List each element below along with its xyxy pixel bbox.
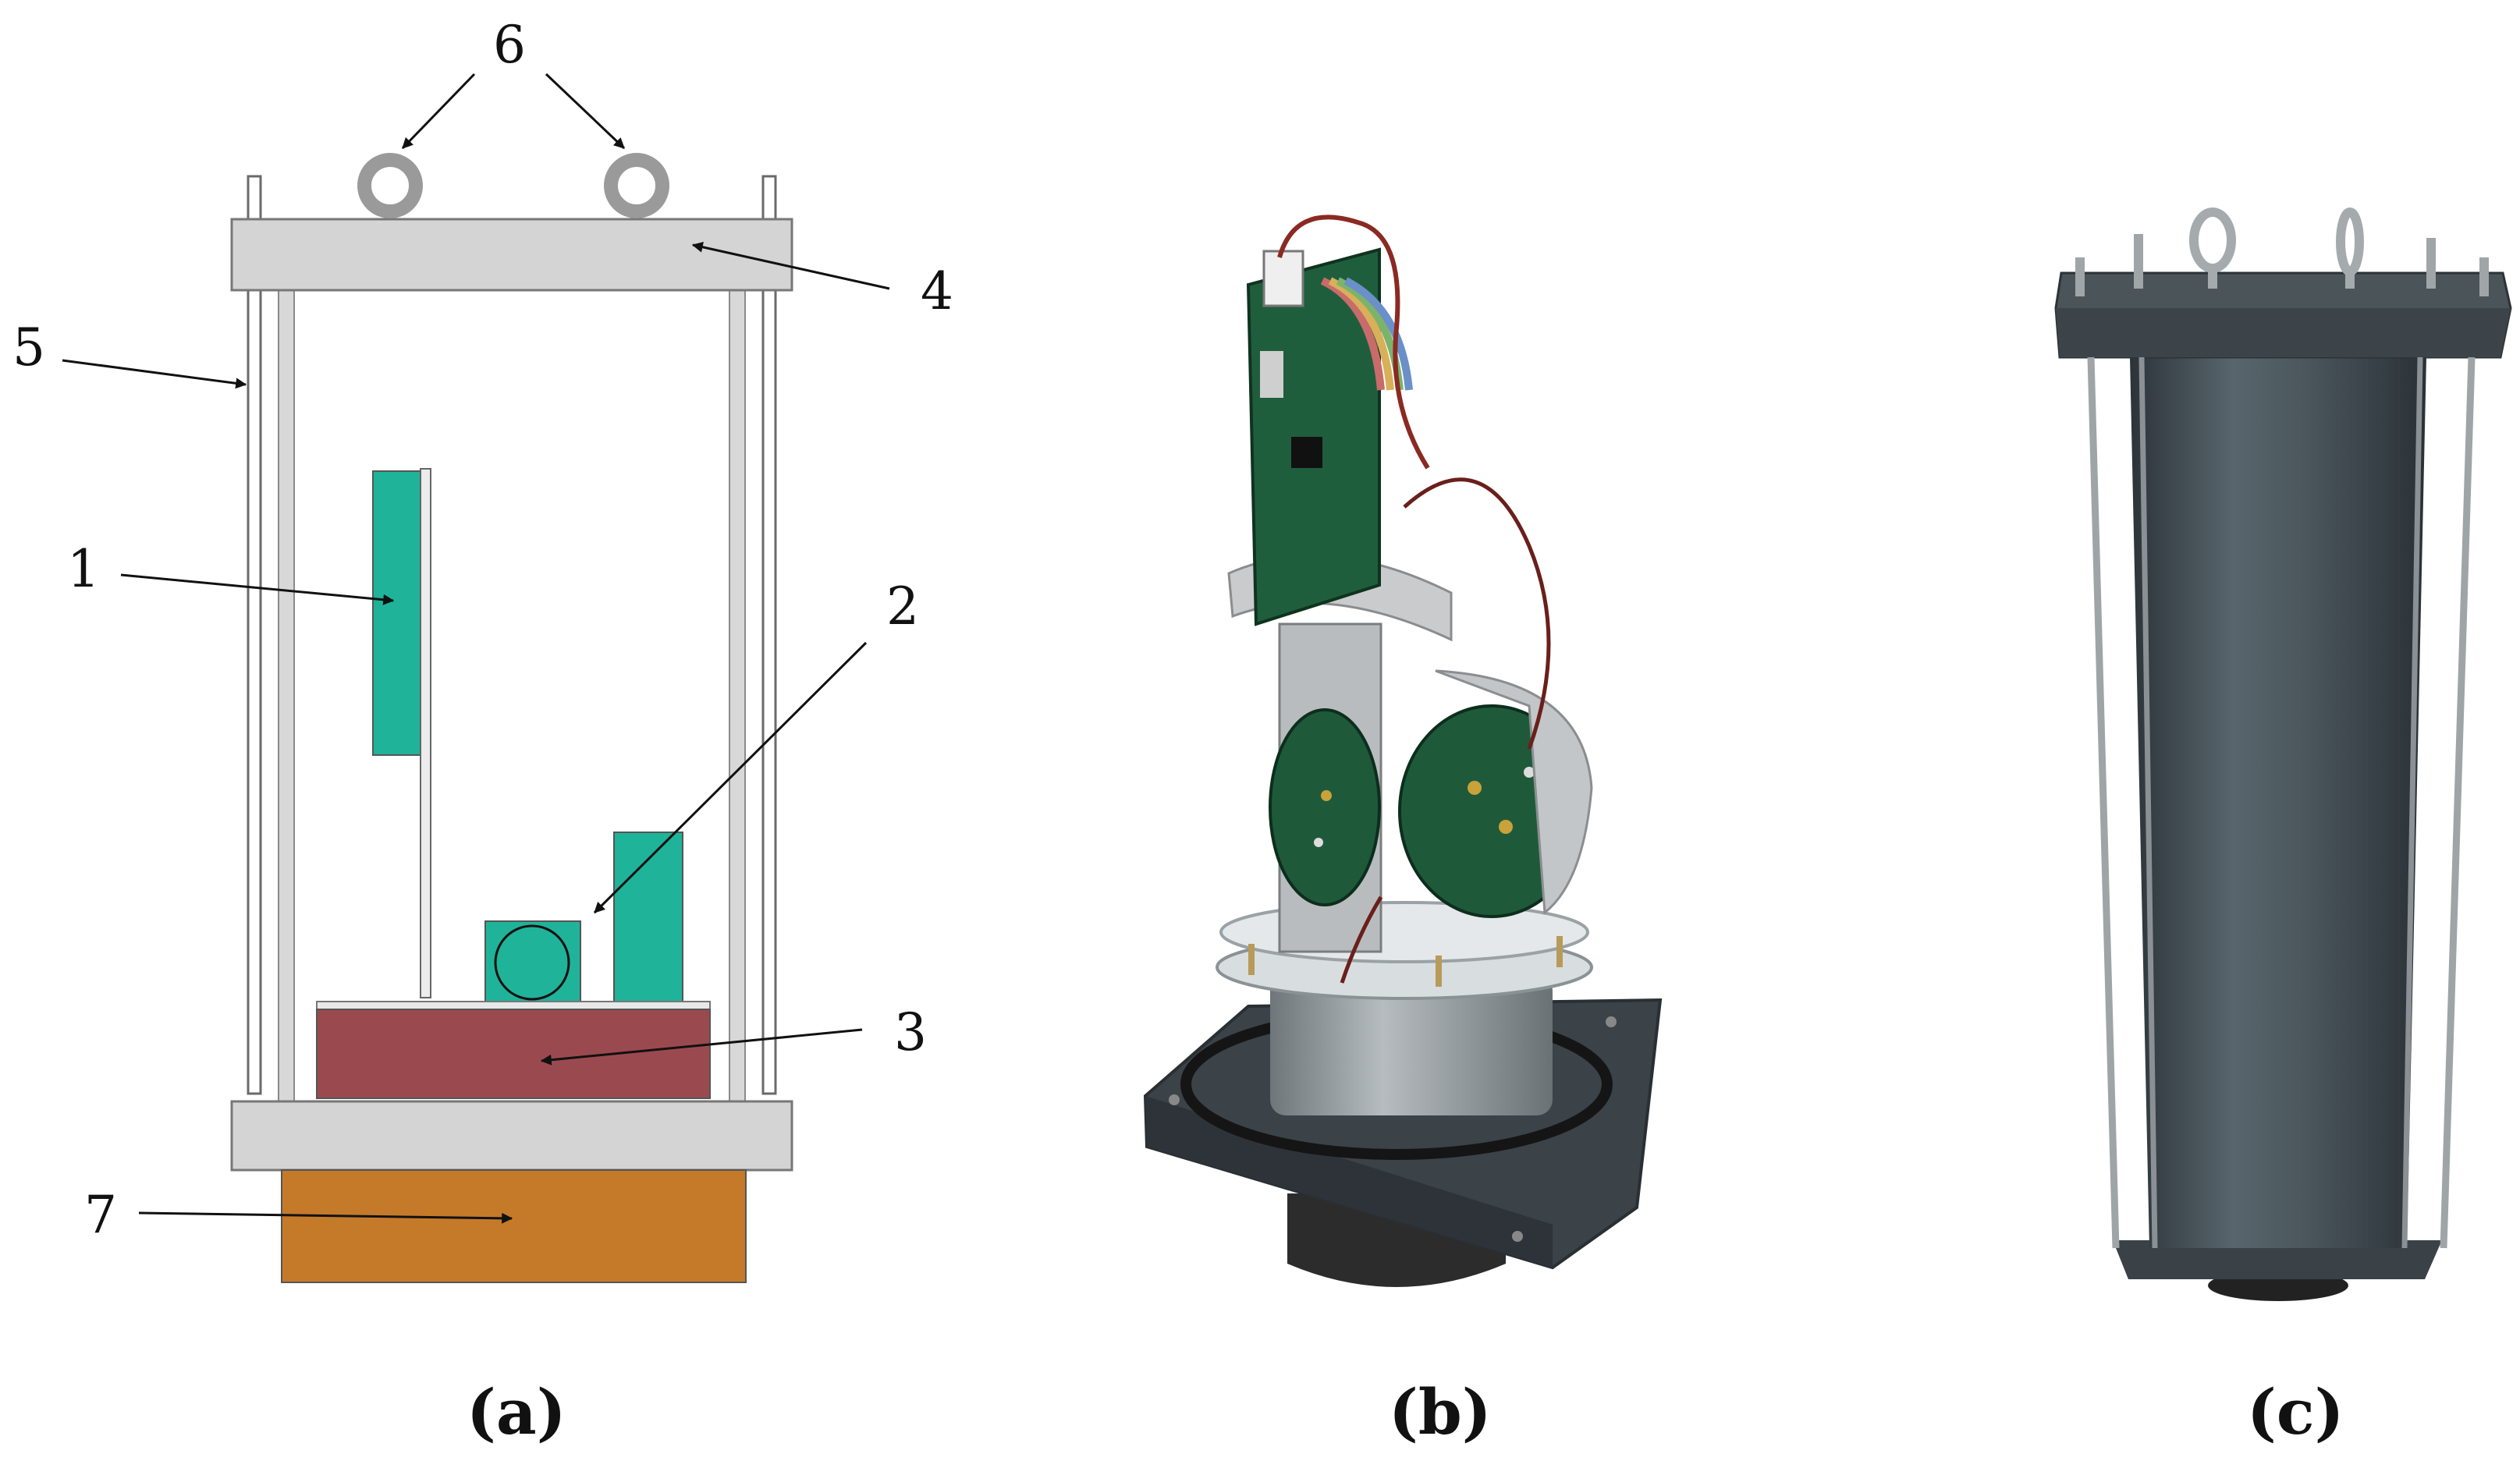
eye-bolt-left	[2189, 207, 2236, 273]
bolt-hole	[1512, 1231, 1523, 1242]
eye-bolt-shank	[2345, 267, 2355, 289]
battery-cylinder	[1270, 975, 1553, 1115]
rod-left	[247, 175, 262, 1095]
standoff	[1556, 936, 1563, 967]
eye-bolt-shank	[2208, 265, 2217, 289]
acrylic-disc-upper	[1219, 901, 1589, 963]
standoff	[1248, 944, 1255, 975]
component	[1314, 838, 1323, 847]
arrow-6-right	[545, 73, 626, 150]
label-4: 4	[921, 261, 953, 321]
mounting-strip	[420, 468, 431, 998]
arrow-3	[540, 1028, 863, 1066]
arrow-2	[593, 641, 868, 914]
tie-rod	[2087, 356, 2120, 1249]
battery-block	[316, 1009, 711, 1099]
arrow-7	[138, 1211, 513, 1224]
wire-red-black	[1277, 215, 1430, 470]
label-3: 3	[894, 1002, 927, 1062]
label-5: 5	[12, 317, 45, 378]
label-7: 7	[84, 1185, 117, 1245]
wire-red-black	[1340, 895, 1383, 984]
component	[1524, 767, 1535, 778]
top-plate	[230, 218, 793, 292]
bolt-hole	[1606, 1016, 1617, 1027]
sensor-board	[372, 470, 423, 756]
tie-rod	[2440, 356, 2476, 1249]
pcb-chip	[1291, 437, 1322, 468]
lifting-ring-left	[357, 153, 423, 218]
caption-b: (b)	[1389, 1375, 1492, 1449]
housing-top-plate-face	[2056, 308, 2511, 357]
post-left	[278, 289, 295, 1102]
tie-rod	[2401, 356, 2423, 1249]
bolt	[2134, 234, 2143, 289]
label-1: 1	[67, 539, 100, 599]
bolt	[2075, 257, 2085, 296]
component	[1468, 781, 1482, 795]
housing-cylinder	[2130, 357, 2426, 1248]
lifting-ring-right	[604, 153, 669, 218]
base-block	[281, 1169, 747, 1283]
post-right	[729, 289, 746, 1102]
label-6: 6	[493, 15, 526, 75]
tie-rod	[2138, 356, 2158, 1249]
caption-c: (c)	[2247, 1375, 2344, 1449]
wrap-cover	[1435, 669, 1593, 915]
bolt	[2479, 257, 2489, 296]
bolt	[2426, 238, 2436, 289]
rainbow-ribbon	[1328, 277, 1394, 391]
panel-b-photo: (b)	[1143, 215, 1663, 1449]
pcb-round-left	[1269, 708, 1381, 906]
pcb-connector	[1262, 250, 1304, 307]
sensor-box	[484, 920, 581, 1003]
battery-pad	[316, 1001, 711, 1010]
caption-a: (a)	[467, 1375, 566, 1449]
housing-bottom-plate	[2113, 1240, 2442, 1279]
bolt-hole	[1169, 1094, 1180, 1105]
rainbow-ribbon	[1320, 277, 1385, 391]
bottom-plate	[230, 1100, 793, 1172]
arrow-1	[120, 573, 395, 605]
component	[1499, 820, 1513, 834]
standoff	[1436, 956, 1442, 987]
panel-c-photo: (c)	[2054, 207, 2512, 1449]
panel-a-schematic: 6 4 5 1 2 3 7 (a)	[12, 15, 953, 1449]
component	[1321, 790, 1332, 801]
eye-bolt-right	[2336, 207, 2364, 276]
arrow-4	[691, 241, 890, 290]
rainbow-ribbon	[1343, 277, 1413, 391]
label-2: 2	[886, 576, 919, 637]
sensor-circle	[494, 924, 570, 1001]
arrow-6-left	[401, 73, 476, 150]
arrow-5	[62, 359, 247, 389]
pcb-chip	[1260, 351, 1283, 398]
rod-right	[761, 175, 777, 1095]
wire-red-black	[1403, 477, 1551, 750]
